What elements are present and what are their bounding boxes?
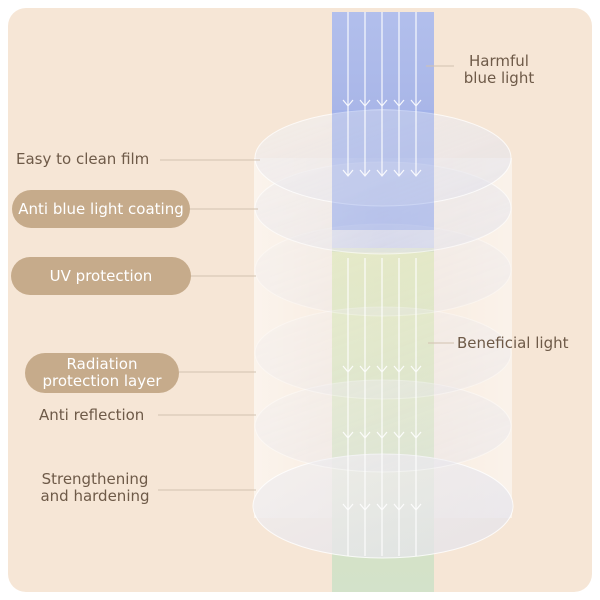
layer-label-anti-reflection: Anti reflection (39, 406, 145, 424)
harmful-blue-light-label: Harmful blue light (454, 53, 544, 87)
harmful-line-2: blue light (463, 69, 535, 87)
layer-label-strengthening-and-hardening: Strengthening and hardening (30, 471, 160, 505)
light-ray-arrows (342, 12, 422, 556)
lens-disc-top (254, 109, 512, 207)
lens-disc-middle (254, 306, 512, 400)
layer-label-radiation-protection-layer: Radiation protection layer (25, 353, 179, 393)
strengthening-line-1: Strengthening (41, 470, 149, 488)
harmful-line-1: Harmful (469, 52, 529, 70)
layer-label-uv-protection: UV protection (11, 257, 191, 295)
layer-label-anti-blue-light-coating: Anti blue light coating (12, 190, 190, 228)
layer-label-easy-to-clean-film: Easy to clean film (16, 150, 150, 168)
diagram-card: Easy to clean film Anti blue light coati… (8, 8, 592, 592)
radiation-line-1: Radiation (66, 355, 138, 373)
beneficial-light-label: Beneficial light (457, 334, 569, 352)
radiation-line-2: protection layer (42, 372, 162, 390)
lens-layers-illustration (158, 12, 514, 592)
leader-lines (158, 65, 454, 491)
strengthening-line-2: and hardening (40, 487, 150, 505)
